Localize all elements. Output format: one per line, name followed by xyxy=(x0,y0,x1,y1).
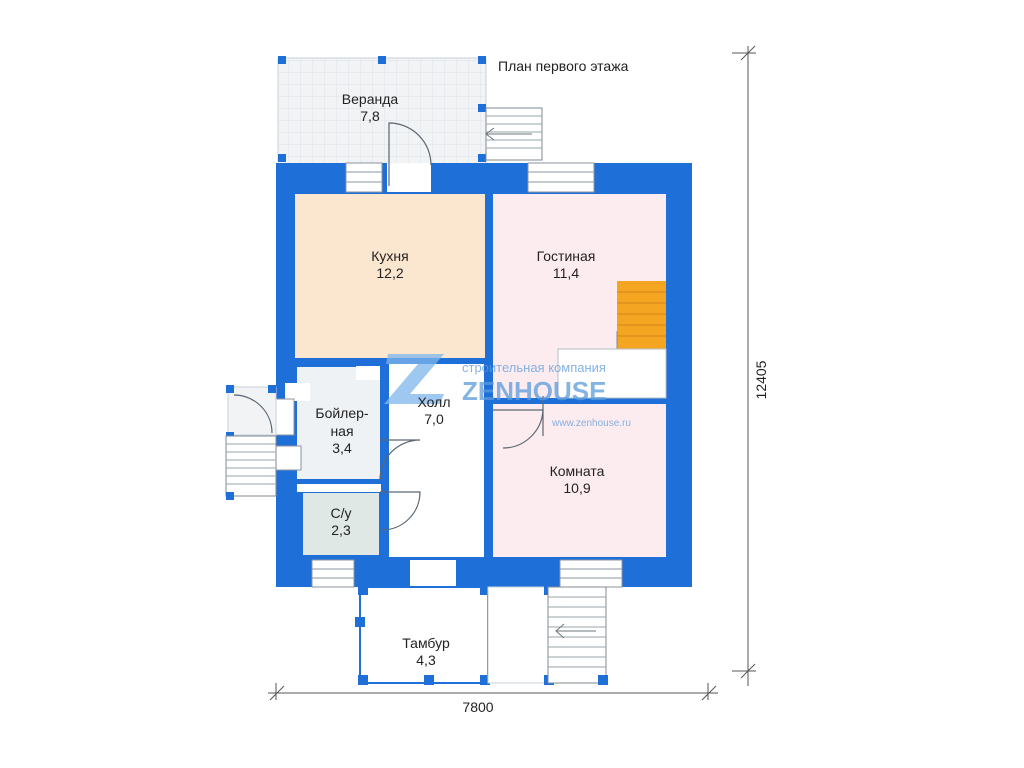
area-bathroom: 2,3 xyxy=(331,522,351,538)
tambur-area xyxy=(355,585,554,685)
watermark-url: www.zenhouse.ru xyxy=(551,418,631,429)
veranda-area xyxy=(277,56,487,165)
watermark-company: строительная компания xyxy=(462,360,606,375)
dimension-width: 7800 xyxy=(462,699,493,715)
plan-title: План первого этажа xyxy=(498,58,629,74)
label-tambur: Тамбур xyxy=(402,635,450,651)
label-boiler-2: ная xyxy=(330,423,353,439)
label-veranda: Веранда xyxy=(342,91,399,107)
area-kitchen: 12,2 xyxy=(376,265,403,281)
label-hall: Холл xyxy=(418,394,451,410)
watermark: строительная компания ZENHOUSE www.zenho… xyxy=(384,354,631,429)
room-kitchen xyxy=(295,194,485,358)
dimension-lines: 7800 12405 xyxy=(268,45,769,715)
front-steps xyxy=(547,586,608,685)
windows xyxy=(275,162,623,588)
veranda-steps xyxy=(485,107,543,161)
room-boiler xyxy=(297,367,380,479)
label-bedroom: Комната xyxy=(550,463,605,479)
watermark-brand: ZENHOUSE xyxy=(462,376,606,406)
label-bathroom: С/у xyxy=(331,505,352,521)
area-living: 11,4 xyxy=(553,265,579,281)
room-bathroom xyxy=(303,493,379,555)
area-bedroom: 10,9 xyxy=(563,480,590,496)
area-tambur: 4,3 xyxy=(416,652,436,668)
room-labels: Веранда 7,8 Кухня 12,2 Гостиная 11,4 Бой… xyxy=(315,91,604,668)
room-bedroom xyxy=(493,404,666,557)
area-boiler: 3,4 xyxy=(332,440,352,456)
label-boiler: Бойлер- xyxy=(315,405,369,421)
interior-stairs xyxy=(557,281,667,399)
dimension-height: 12405 xyxy=(753,360,769,399)
area-hall: 7,0 xyxy=(424,411,444,427)
area-veranda: 7,8 xyxy=(360,108,380,124)
label-kitchen: Кухня xyxy=(371,248,408,264)
label-living: Гостиная xyxy=(537,248,596,264)
side-porch xyxy=(225,385,277,500)
